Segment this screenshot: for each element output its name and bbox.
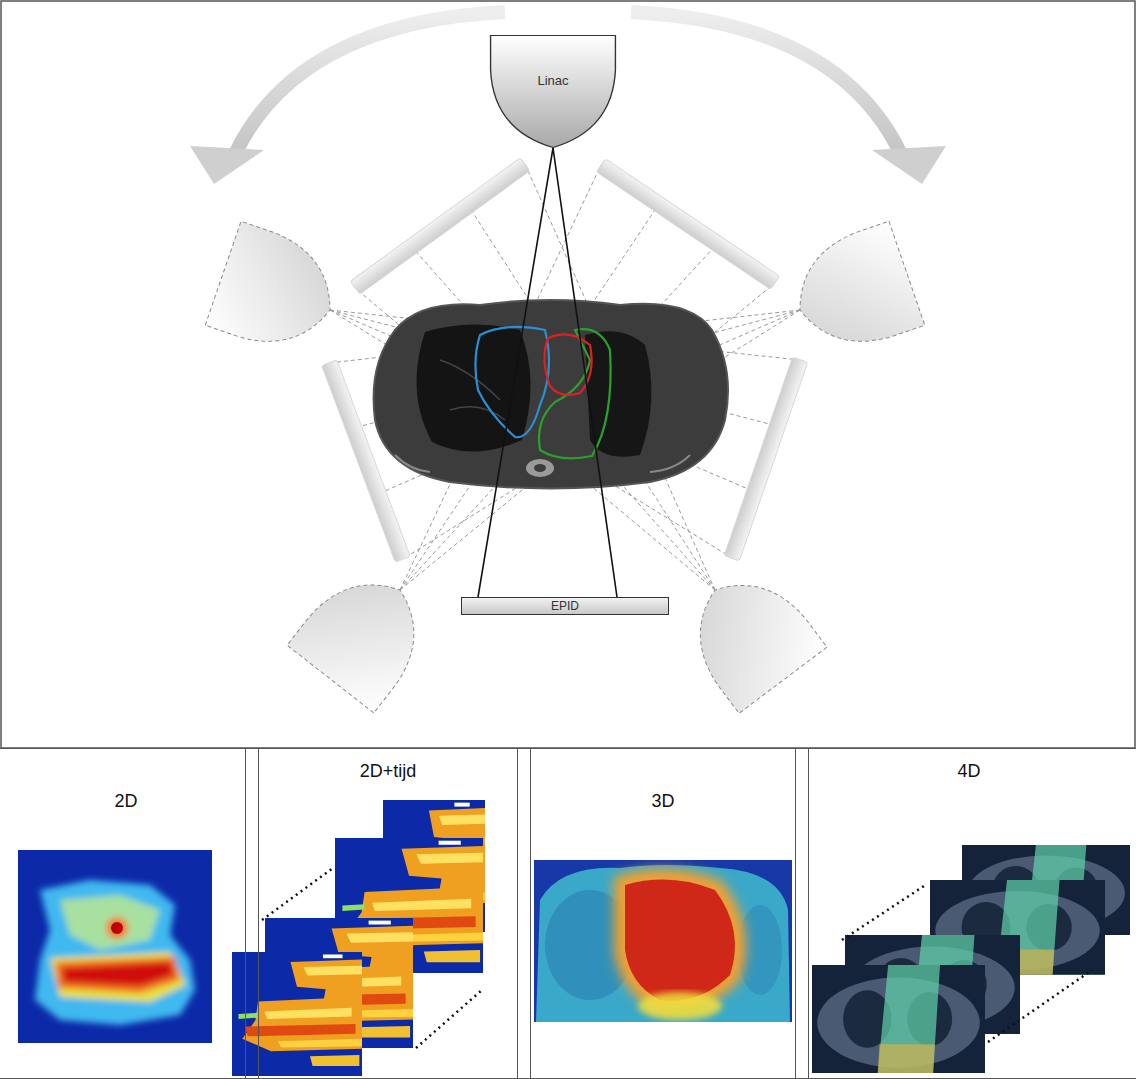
dose-distribution-part [638,992,722,1020]
dose-distribution-part [625,880,735,1001]
ct-slice-part [526,459,554,477]
portal-image-stack [232,800,485,1076]
detector-bar: EPID [461,597,669,615]
dose-distribution-part [534,860,792,1022]
dashed-beam-part [400,204,659,590]
portal-image-stack-part [232,952,362,1076]
dose-stack-part [812,965,985,1073]
portal-dose-image-part [18,850,212,1043]
contour-part [475,327,549,437]
image-panel: 2D+tijd [245,748,531,1079]
beam-line [478,148,617,597]
portal-dose-image-part [111,922,123,934]
dose-distribution [534,860,792,1022]
dose-distribution-part [625,880,735,1001]
ghost-detector-part [350,158,529,294]
panel-title: 2D [0,791,258,812]
dose-stack-part [842,884,927,940]
rotation-arrow-part [236,12,505,152]
image-panel: 3D [517,748,809,1079]
dose-distribution-part [536,865,790,1022]
panel-frame [1,1,1135,748]
portal-dose-image-part [50,952,186,1002]
ghost-detector-part [596,159,779,290]
dose-stack-part [988,970,1092,1042]
ghost-linac [205,221,924,713]
panel-title: 2D+tijd [246,761,530,782]
portal-dose-image-part [62,962,174,986]
ghost-linac-part [287,556,443,713]
portal-dose-image-part [60,895,160,950]
beam-line-part [553,148,617,597]
ghost-linac-part [782,221,925,362]
portal-dose-image-part [35,880,195,1025]
ghost-linac-part [205,221,348,362]
portal-dose-image [18,850,212,1043]
ct-slice-part [534,464,546,472]
rotation-arrow-part [872,146,946,184]
ct-slice [374,300,728,489]
ct-slice-part [440,360,505,420]
rotation-arrow-part [190,146,264,184]
ghost-detector [322,158,808,562]
contour-part [539,329,611,458]
dose-stack [812,845,1130,1073]
portal-dose-image-part [35,880,195,1025]
node-label: Linac [490,73,616,88]
ghost-detector-part [724,357,807,561]
portal-image-stack-part [262,868,333,920]
node-label: EPID [551,598,579,614]
ct-slice-part [395,455,690,472]
contour [475,327,610,458]
linac-outline [490,35,616,148]
linac-shape [491,36,616,148]
ct-slice-part [374,300,728,489]
ghost-linac-part [671,557,827,713]
image-panel: 4D [795,748,1136,1079]
image-panel: 2D [0,748,259,1079]
portal-image-stack-part [416,990,482,1048]
linac-head: Linac [490,35,616,148]
panel-title: 3D [518,791,808,812]
panel-title: 4D [796,761,1136,782]
portal-dose-image-part [106,917,128,939]
beam-line-part [478,148,553,597]
rotation-arrow-part [631,12,900,152]
rotation-arrow [190,12,946,184]
portal-dose-image-part [55,957,180,993]
